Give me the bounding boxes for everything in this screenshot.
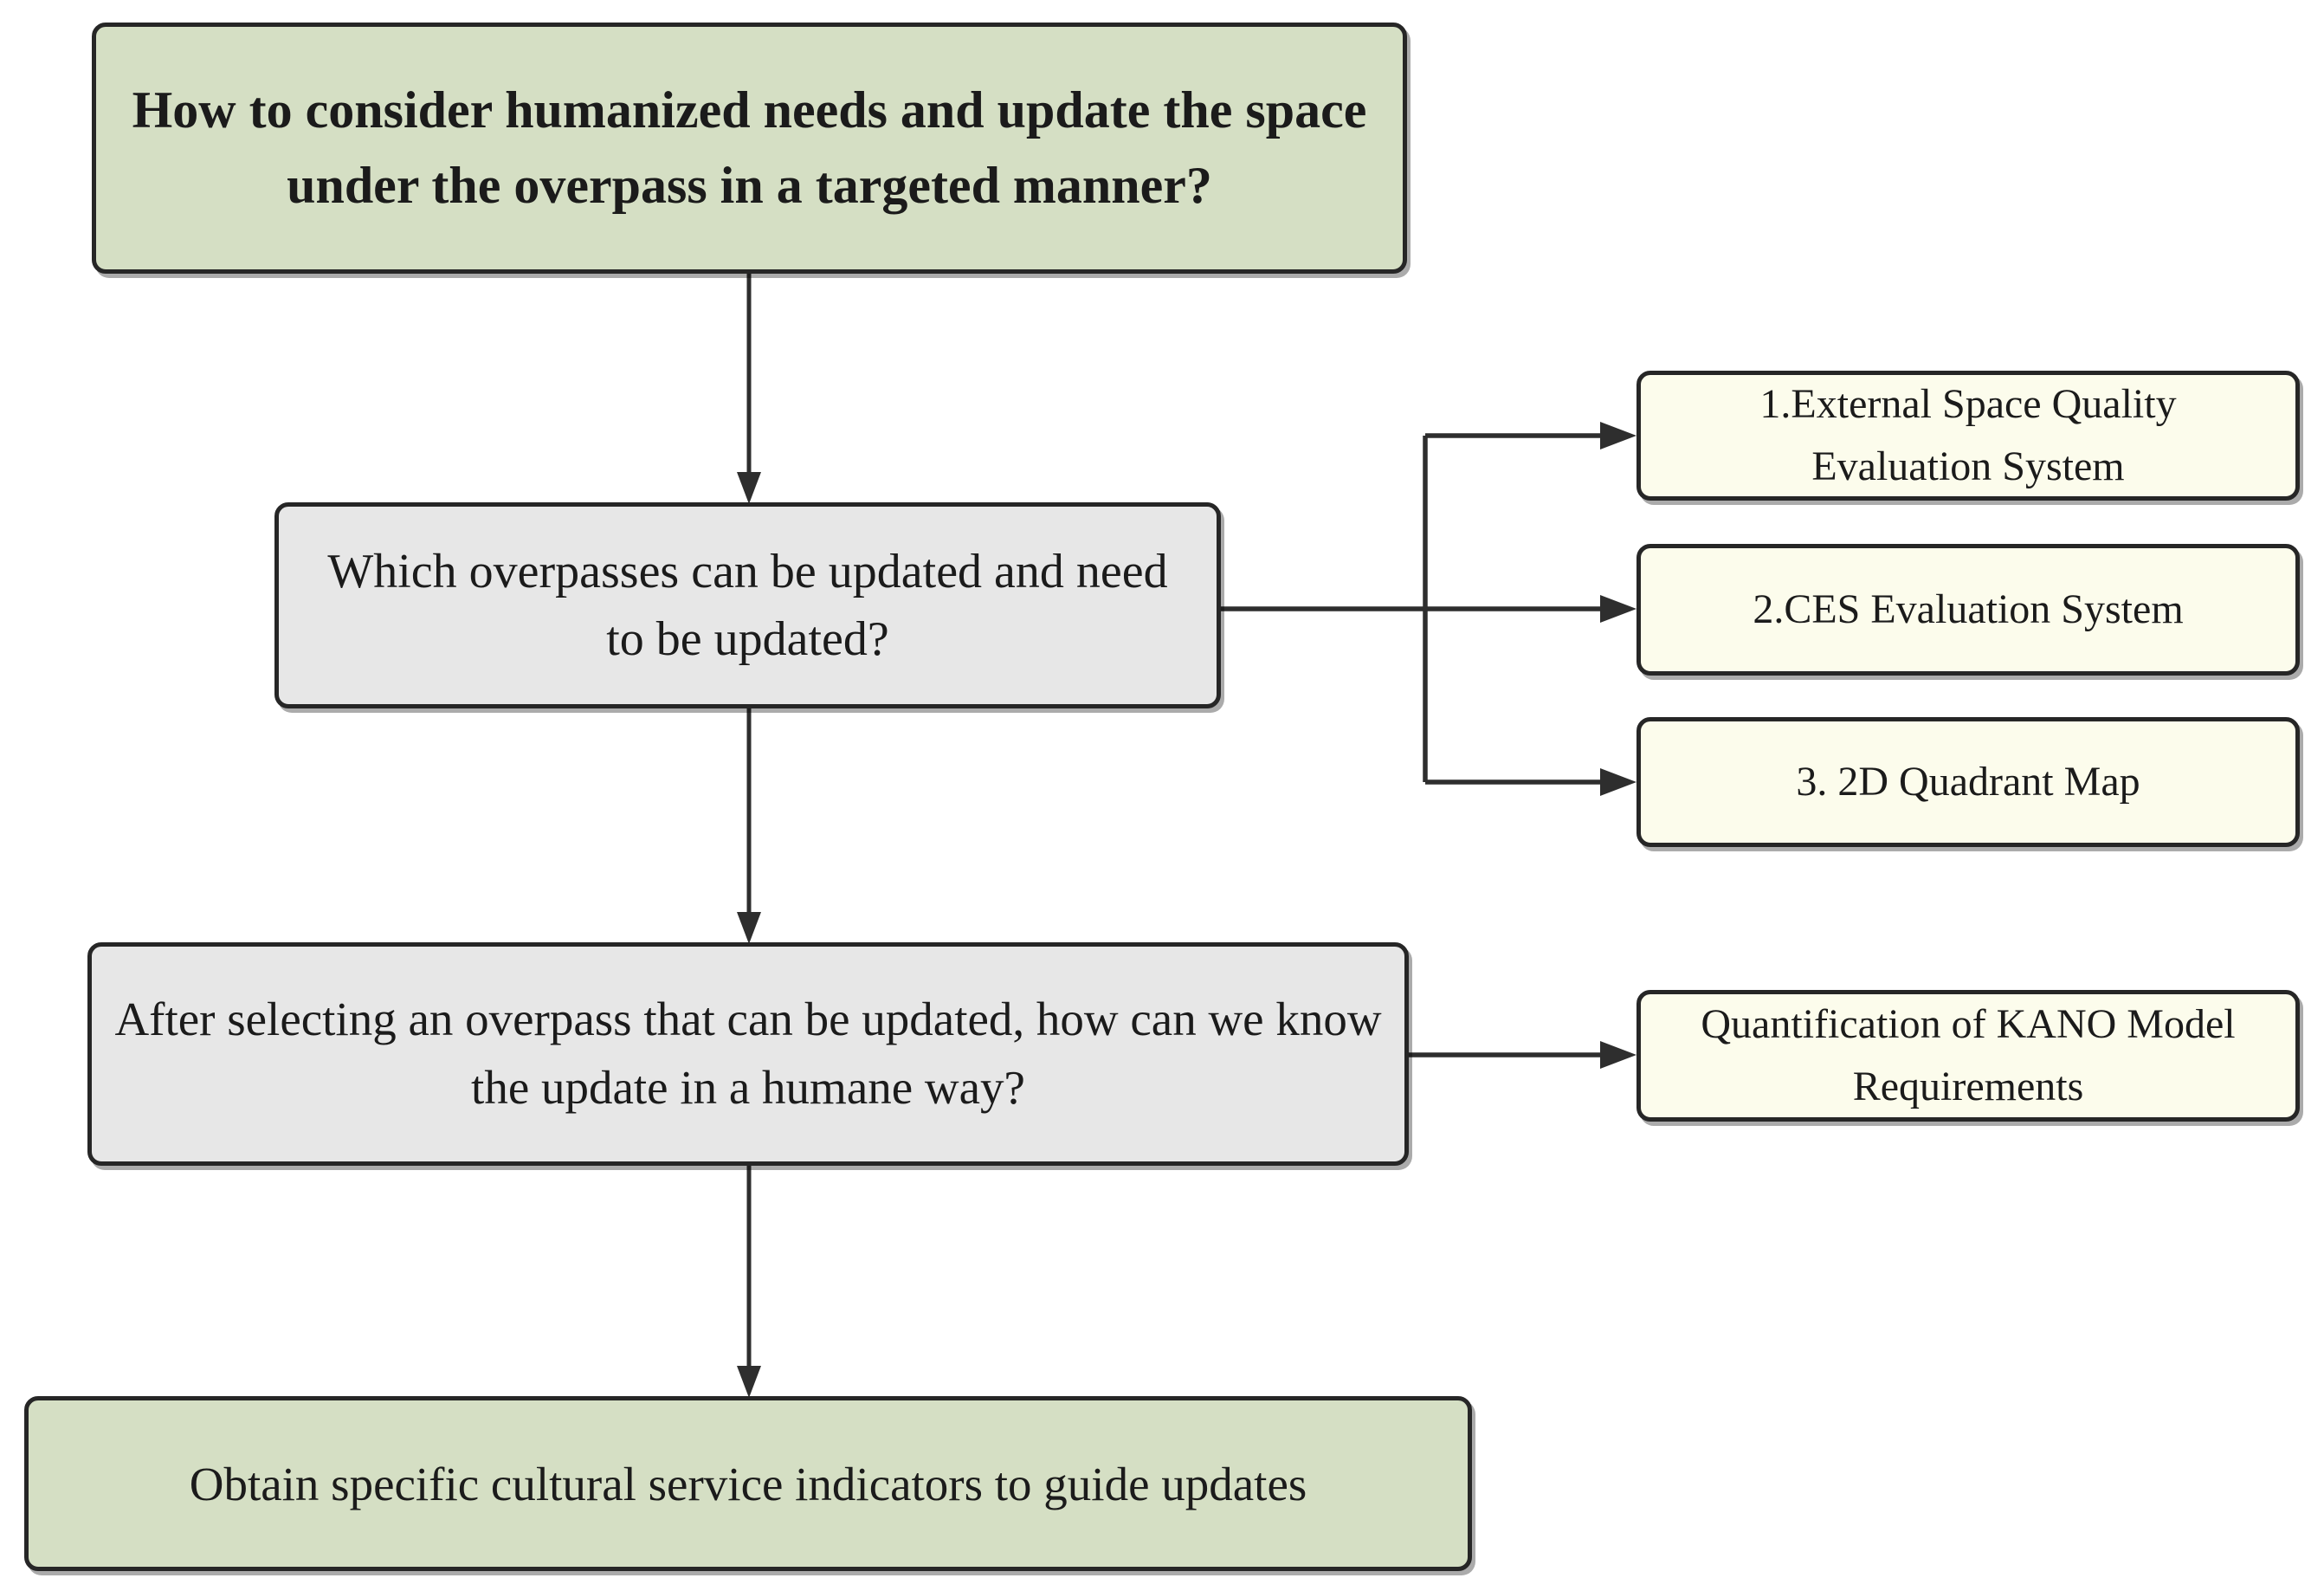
root-question-box: How to consider humanized needs and upda… [92, 23, 1407, 274]
connector-q1-to-methods [1221, 422, 1636, 796]
kano-method-text: Quantification of KANO Model Requirement… [1701, 1001, 2236, 1109]
arrow-q1-to-q2 [737, 708, 761, 944]
question-1-box: Which overpasses can be updated and need… [274, 502, 1221, 708]
arrow-q2-to-kano [1409, 1041, 1636, 1069]
method-box-2d-quadrant-map: 3. 2D Quadrant Map [1636, 717, 2300, 847]
method-box-ces-evaluation: 2.CES Evaluation System [1636, 544, 2300, 676]
outcome-box: Obtain specific cultural service indicat… [24, 1396, 1472, 1571]
question-1-text: Which overpasses can be updated and need… [327, 544, 1168, 666]
arrow-q2-to-outcome [737, 1166, 761, 1398]
question-2-text: After selecting an overpass that can be … [114, 993, 1382, 1114]
method-box-external-space-quality: 1.External Space Quality Evaluation Syst… [1636, 371, 2300, 501]
method-3-text: 3. 2D Quadrant Map [1796, 759, 2140, 805]
arrow-root-to-q1 [737, 274, 761, 504]
method-1-text: 1.External Space Quality Evaluation Syst… [1759, 381, 2177, 489]
method-box-kano-quantification: Quantification of KANO Model Requirement… [1636, 990, 2300, 1122]
method-2-text: 2.CES Evaluation System [1753, 586, 2184, 632]
outcome-text: Obtain specific cultural service indicat… [189, 1457, 1307, 1510]
root-question-text: How to consider humanized needs and upda… [132, 81, 1367, 214]
question-2-box: After selecting an overpass that can be … [87, 942, 1409, 1166]
